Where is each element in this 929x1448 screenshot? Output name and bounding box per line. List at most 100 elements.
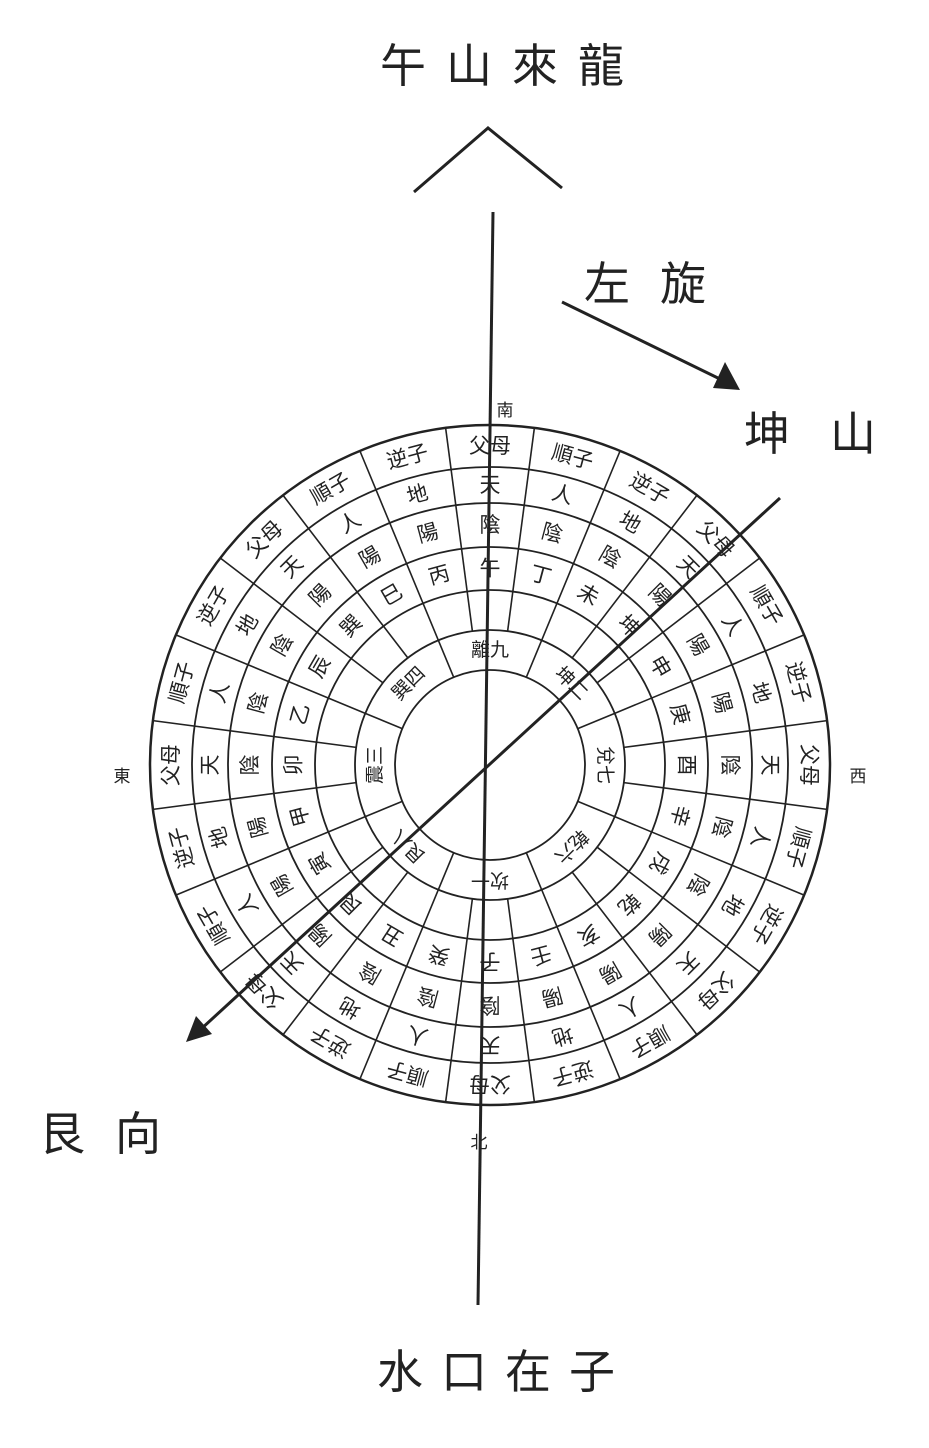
tri-ring-label: 天 [758, 755, 782, 776]
trigram-ring-label: 坎一 [471, 869, 509, 891]
tri-ring-label: 天 [480, 1033, 501, 1057]
facing-label: 艮向 [39, 1107, 191, 1161]
sector-divider [219, 557, 384, 684]
mountain-ring-label: 丁 [528, 561, 554, 590]
polarity-ring-label: 陽 [682, 630, 713, 660]
arrow-icon [186, 496, 782, 1042]
trigram-divider [577, 712, 616, 730]
polarity-ring-label: 陰 [682, 870, 713, 900]
tri-ring-label: 天 [276, 551, 308, 583]
mountain-ring-label: 壬 [528, 940, 554, 969]
sector-divider [359, 450, 440, 641]
outer-ring-label: 父母 [692, 967, 739, 1014]
mountain-ring-label: 未 [573, 579, 603, 610]
mountain-ring-label: 申 [645, 652, 676, 682]
tri-ring-label: 地 [746, 679, 775, 705]
sector-divider [571, 494, 698, 659]
tri-ring-label: 地 [335, 992, 365, 1023]
mountain-label: 坤山 [744, 407, 916, 461]
outer-ring-label: 逆子 [384, 440, 431, 474]
tri-ring-label: 人 [404, 1021, 430, 1050]
mountain-ring-label: 乙 [286, 701, 315, 727]
tri-ring-label: 天 [198, 755, 222, 776]
sector-divider [282, 494, 409, 659]
trigram-divider [525, 639, 543, 678]
outer-ring-label: 父母 [241, 967, 288, 1014]
tri-ring-label: 地 [615, 507, 645, 538]
sector-divider [614, 634, 805, 715]
north-south-axis [476, 211, 495, 1306]
arrow-icon [561, 300, 740, 390]
mountain-ring-label: 丙 [426, 561, 452, 590]
tri-ring-label: 地 [205, 824, 234, 850]
tri-ring-label: 人 [335, 507, 365, 538]
polarity-ring-label: 陽 [539, 983, 565, 1012]
mountain-ring-label: 癸 [426, 940, 452, 969]
sector-divider [152, 719, 357, 749]
polarity-ring-label: 陽 [595, 957, 625, 988]
mountain-ring-label: 丑 [377, 920, 407, 951]
direction-east: 東 [114, 767, 131, 787]
polarity-ring-label: 陰 [595, 542, 625, 573]
sector-divider [152, 781, 357, 811]
tri-ring-label: 人 [232, 890, 263, 920]
polarity-ring-label: 陰 [708, 814, 737, 840]
tri-ring-label: 人 [205, 679, 234, 705]
polarity-ring-label: 陽 [644, 919, 676, 951]
tri-ring-label: 地 [232, 610, 263, 640]
trigram-divider [577, 800, 616, 818]
polarity-ring-label: 陽 [415, 519, 441, 548]
mountain-ring-label: 庚 [665, 701, 694, 727]
trigram-divider [364, 800, 403, 818]
mountain-ring-label: 乾 [613, 888, 645, 920]
ring-circle [314, 589, 666, 941]
sector-divider [282, 871, 409, 1036]
sector-divider [444, 427, 474, 632]
mountain-ring-label: 卯 [282, 755, 306, 776]
polarity-ring-label: 陽 [355, 542, 385, 573]
trigram-ring-label: 兌七 [594, 746, 616, 784]
polarity-ring-label: 陽 [304, 919, 336, 951]
trigram-divider [437, 639, 455, 678]
polarity-ring-label: 陰 [244, 690, 273, 716]
polarity-ring-label: 陽 [244, 814, 273, 840]
mountain-ring-label: 寅 [304, 848, 335, 878]
trigram-ring-label: 離九 [471, 639, 509, 661]
outer-ring-label: 順子 [165, 659, 199, 706]
mountain-ring-label: 午 [480, 557, 501, 581]
sector-divider [175, 634, 366, 715]
tri-ring-label: 天 [672, 947, 704, 979]
direction-west: 西 [850, 767, 867, 787]
direction-south: 南 [497, 401, 514, 421]
sector-divider [219, 846, 384, 973]
polarity-ring-label: 陰 [355, 957, 385, 988]
sector-divider [540, 889, 621, 1080]
trigram-ring-label: 坤二 [550, 662, 592, 704]
polarity-ring-label: 陰 [415, 983, 441, 1012]
tri-ring-label: 天 [276, 947, 308, 979]
outer-ring-label: 父母 [469, 1072, 511, 1096]
mountain-ring-label: 巽 [335, 610, 367, 642]
mountain-ring-label: 酉 [675, 755, 699, 776]
compass-wheel: 父母順子逆子父母順子逆子父母順子逆子父母順子逆子父母順子逆子父母順子逆子父母順子… [148, 423, 832, 1107]
mountain-ring-label: 甲 [286, 803, 315, 829]
mountain-ring-label: 巳 [377, 579, 407, 610]
trigram-ring-label: 艮八 [387, 825, 429, 867]
tri-ring-label: 人 [615, 992, 645, 1023]
polarity-ring-label: 陰 [480, 993, 501, 1017]
sector-divider [540, 450, 621, 641]
polarity-ring-label: 陽 [267, 870, 298, 900]
outer-ring-label: 逆子 [549, 1056, 596, 1090]
rotation-label: 左旋 [584, 257, 736, 311]
tri-ring-label: 地 [717, 890, 748, 920]
roof-mark [413, 126, 563, 194]
water-outlet-label: 水口在子 [377, 1345, 633, 1399]
mountain-ring-label: 子 [480, 950, 501, 974]
trigram-divider [364, 712, 403, 730]
sector-divider [506, 427, 536, 632]
tri-ring-label: 地 [549, 1021, 575, 1050]
outer-ring-label: 父母 [241, 516, 288, 563]
sector-divider [596, 557, 761, 684]
mountain-ring-label: 辛 [665, 803, 694, 829]
